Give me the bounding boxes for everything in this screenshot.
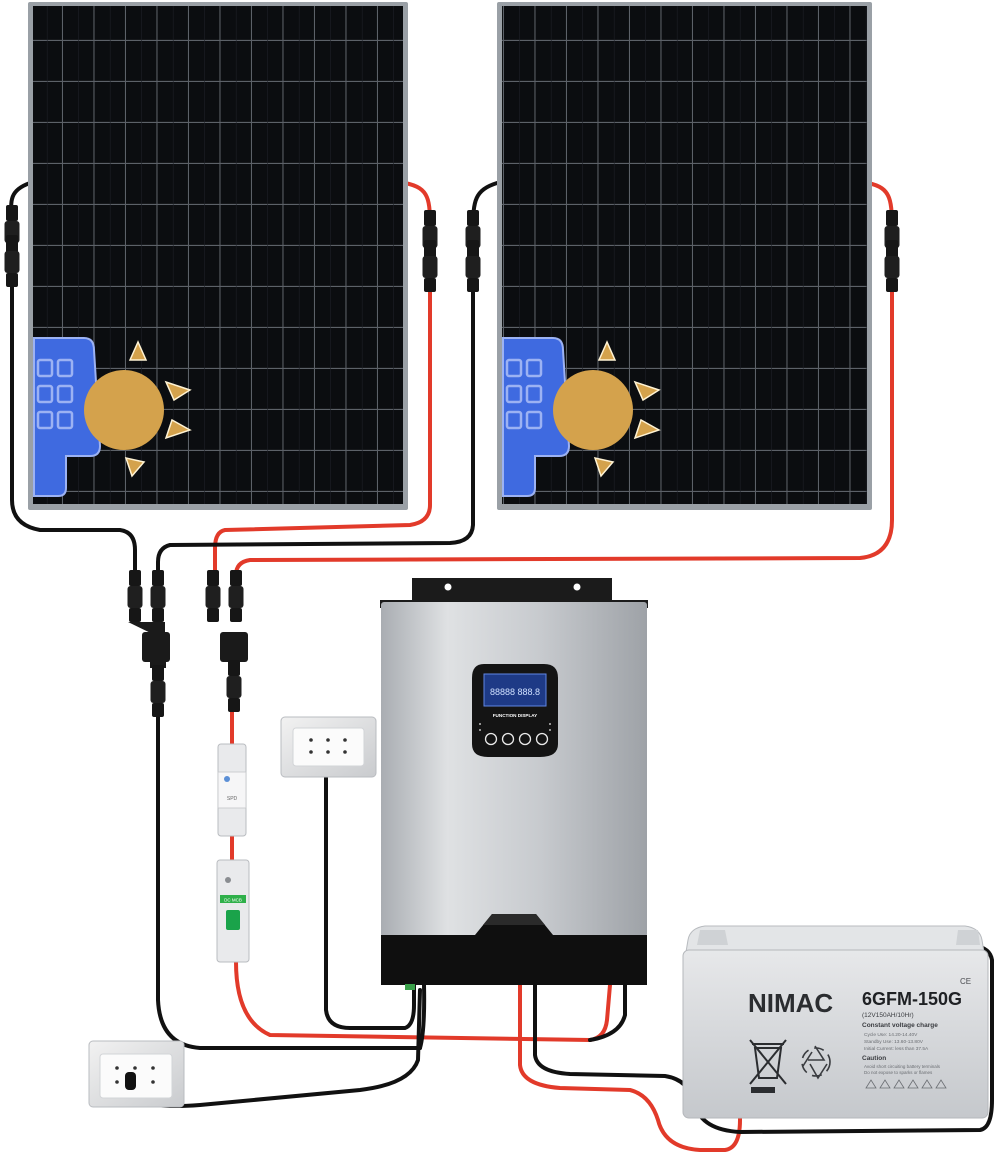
plug[interactable] [125, 1072, 136, 1090]
ac-input-box [280, 716, 377, 778]
ac-output-socket [88, 1040, 185, 1108]
dc-circuit-breaker: DC MCB [216, 859, 250, 963]
surge-protector-spd: SPD [217, 743, 247, 837]
lcd-readout: 88888 888.8 [490, 687, 540, 697]
battery-brand: NIMAC [748, 988, 833, 1018]
battery-spec-line: Initial Current: less than 37.5A [864, 1046, 929, 1052]
solar-panel-left [28, 2, 408, 510]
mcb-label: DC MCB [224, 898, 242, 903]
battery-caution-line: Avoid short circuiting battery terminals [864, 1064, 941, 1069]
function-display-label: FUNCTION DISPLAY [493, 713, 538, 718]
battery-spec-line: Cycle Use: 14.20-14.40V [864, 1032, 918, 1038]
battery: NIMAC 6GFM-150G (12V150AH/10Hr) Constant… [682, 925, 989, 1119]
battery-caution-title: Caution [862, 1055, 886, 1062]
battery-model: 6GFM-150G [862, 989, 962, 1009]
inverter-button-1[interactable] [484, 732, 498, 746]
hybrid-inverter: 88888 888.8 FUNCTION DISPLAY [380, 578, 648, 990]
battery-spec-line: Standby Use: 13.60-13.80V [864, 1039, 924, 1045]
negative-y-branch [127, 570, 170, 717]
solar-panel-right [497, 2, 872, 510]
battery-caution-line: Do not expose to sparks or flames [864, 1070, 933, 1075]
inverter-button-3[interactable] [518, 732, 532, 746]
inverter-button-2[interactable] [501, 732, 515, 746]
battery-spec-heading: Constant voltage charge [862, 1022, 938, 1029]
y-branch-connectors [127, 570, 248, 717]
ce-mark: CE [960, 977, 971, 986]
crossed-bin-icon [749, 1039, 787, 1093]
inverter-control-panel: 88888 888.8 FUNCTION DISPLAY [472, 664, 558, 757]
battery-rating: (12V150AH/10Hr) [862, 1012, 914, 1019]
spd-label: SPD [227, 796, 238, 802]
positive-y-branch [205, 570, 248, 712]
inverter-button-4[interactable] [535, 732, 549, 746]
recycle-icon [801, 1045, 831, 1080]
mcb-toggle[interactable] [226, 910, 240, 930]
